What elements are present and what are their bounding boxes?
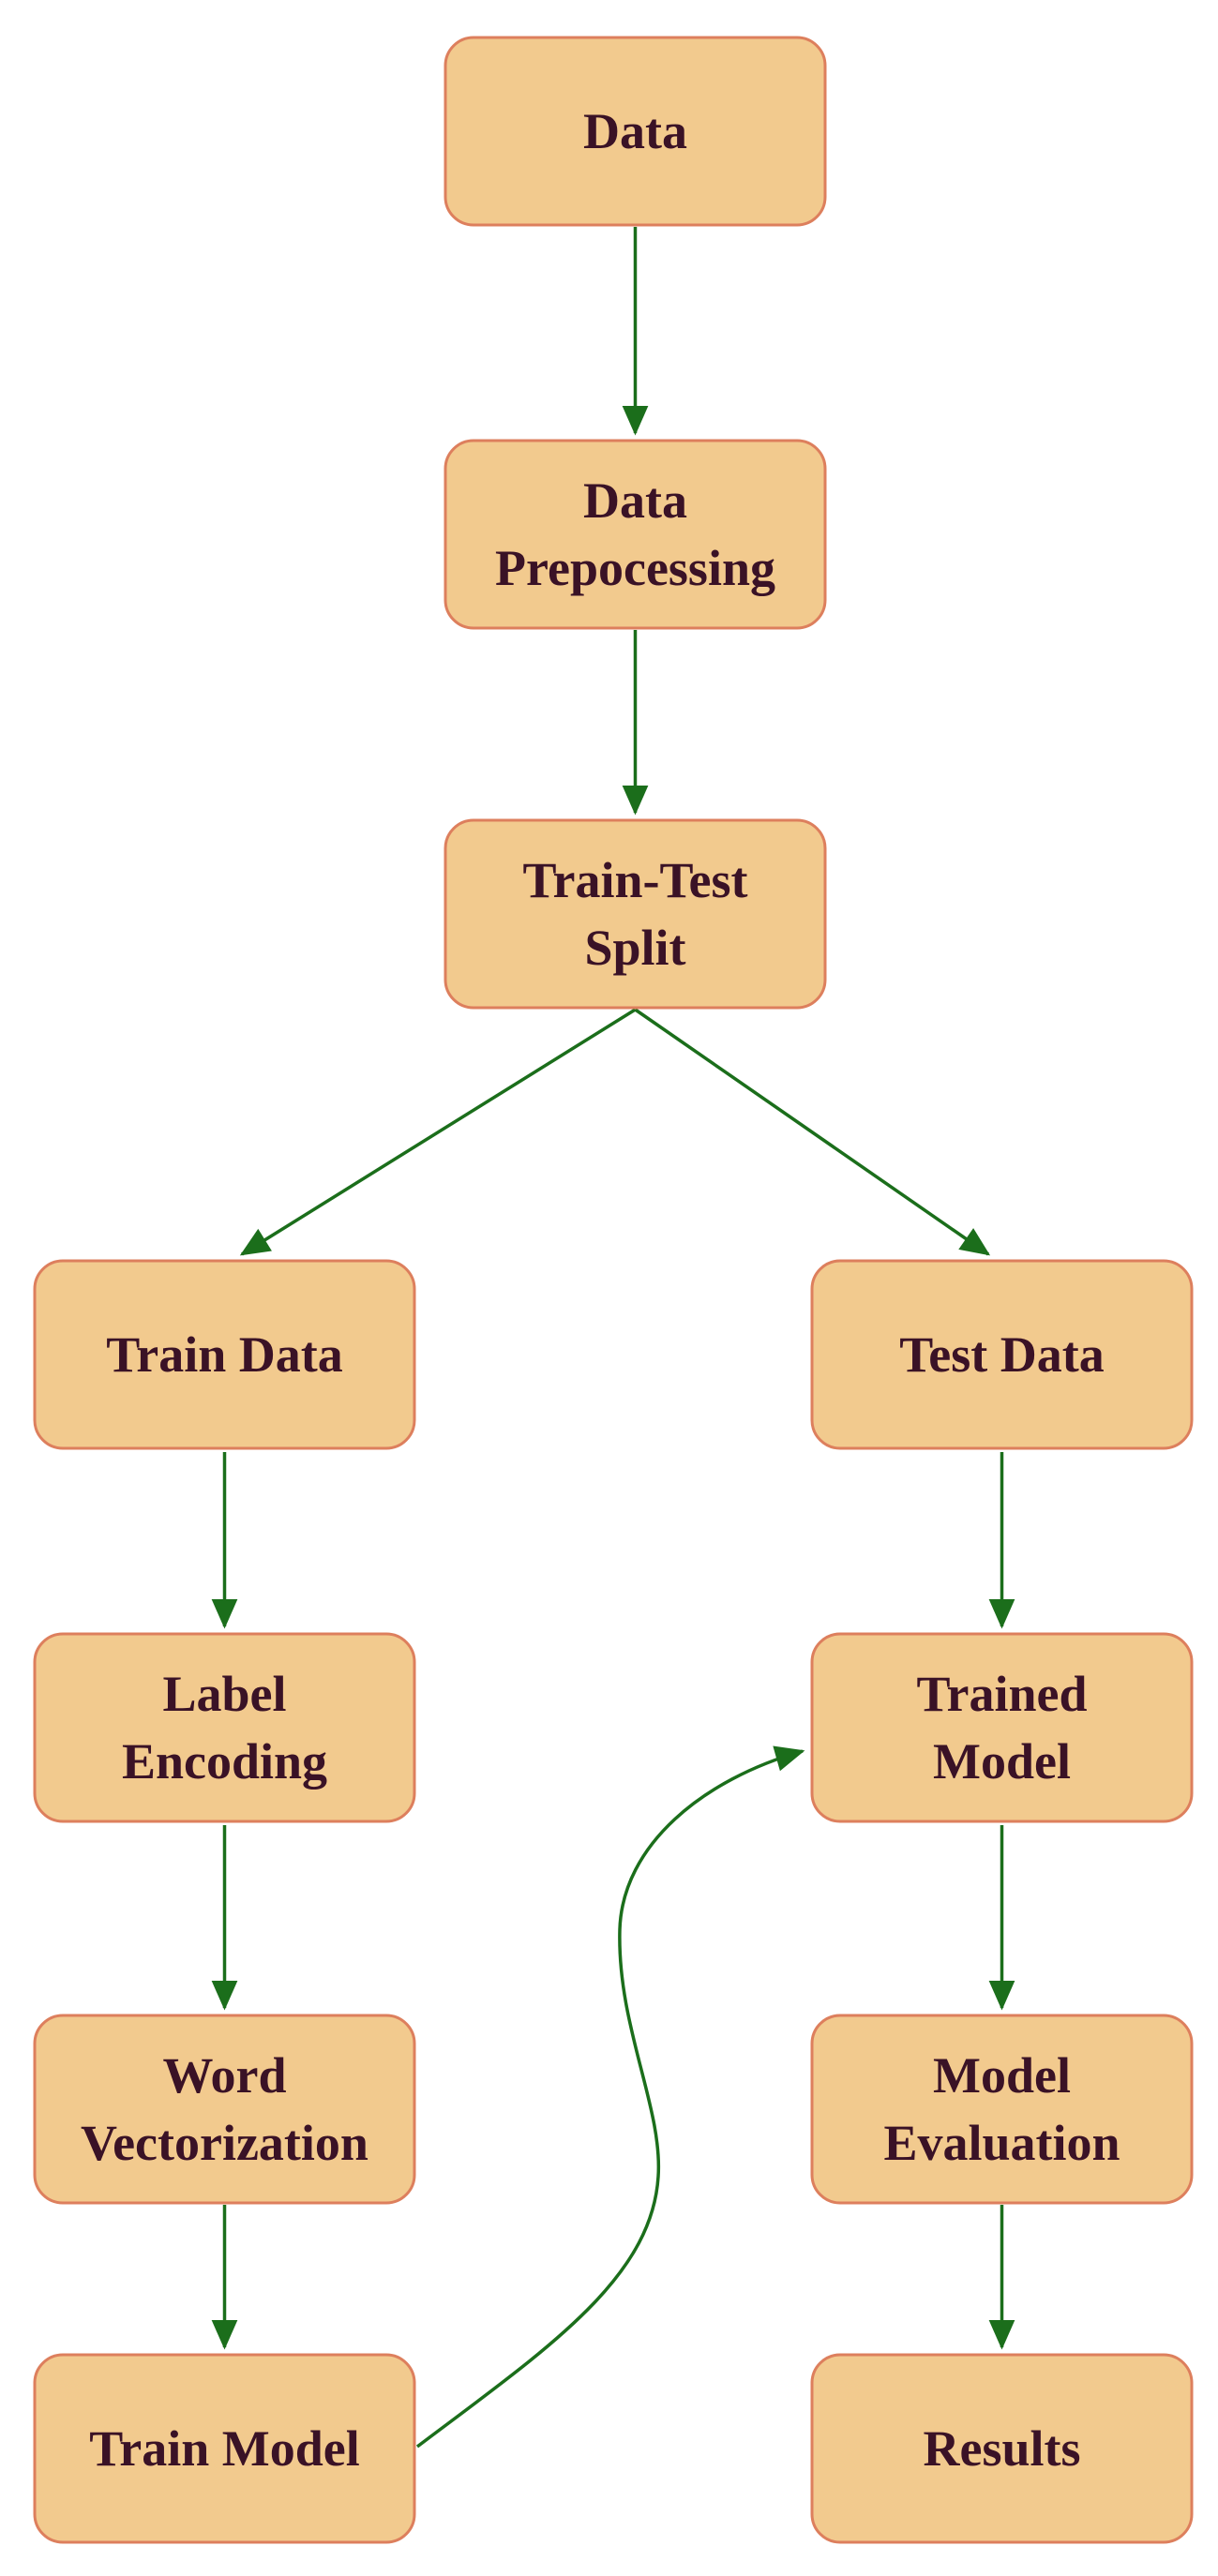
node-word-vectorization-label-line2: Vectorization [81, 2115, 368, 2171]
node-trained-model-label-line2: Model [933, 1733, 1071, 1790]
nodes-layer: Data Data Prepocessing Train-Test Split … [33, 36, 1194, 2544]
edges-layer [211, 227, 1015, 2449]
edge-split-to-train-data [239, 1008, 637, 1256]
node-label-encoding-label-line1: Label [162, 1666, 286, 1722]
node-test-data-label: Test Data [899, 1326, 1105, 1383]
node-train-data-label: Train Data [106, 1326, 343, 1383]
node-label-encoding-label-line2: Encoding [122, 1733, 327, 1790]
node-train-test-split-label-line1: Train-Test [522, 852, 747, 908]
node-trained-model-label-line1: Trained [916, 1666, 1087, 1722]
node-word-vectorization: Word Vectorization [33, 2014, 416, 2205]
node-data-preprocessing: Data Prepocessing [444, 439, 827, 630]
node-word-vectorization-label-line1: Word [162, 2047, 286, 2104]
node-results-label: Results [923, 2420, 1080, 2477]
node-label-encoding: Label Encoding [33, 1632, 416, 1823]
node-model-evaluation-label-line2: Evaluation [883, 2115, 1120, 2171]
node-data-preprocessing-label-line2: Prepocessing [495, 540, 775, 596]
node-data-label: Data [583, 103, 687, 159]
edge-split-to-test-data [634, 1008, 991, 1256]
node-trained-model: Trained Model [810, 1632, 1194, 1823]
node-model-evaluation-label-line1: Model [933, 2047, 1071, 2104]
node-test-data: Test Data [810, 1259, 1194, 1450]
node-results: Results [810, 2353, 1194, 2544]
node-train-model-label: Train Model [89, 2420, 359, 2477]
node-train-test-split: Train-Test Split [444, 818, 827, 1010]
node-data: Data [444, 36, 827, 227]
node-train-model: Train Model [33, 2353, 416, 2544]
node-model-evaluation: Model Evaluation [810, 2014, 1194, 2205]
node-train-data: Train Data [33, 1259, 416, 1450]
edge-train-model-to-trained-model-curve [415, 1745, 805, 2449]
node-data-preprocessing-label-line1: Data [583, 472, 687, 529]
node-train-test-split-label-line2: Split [584, 920, 685, 976]
